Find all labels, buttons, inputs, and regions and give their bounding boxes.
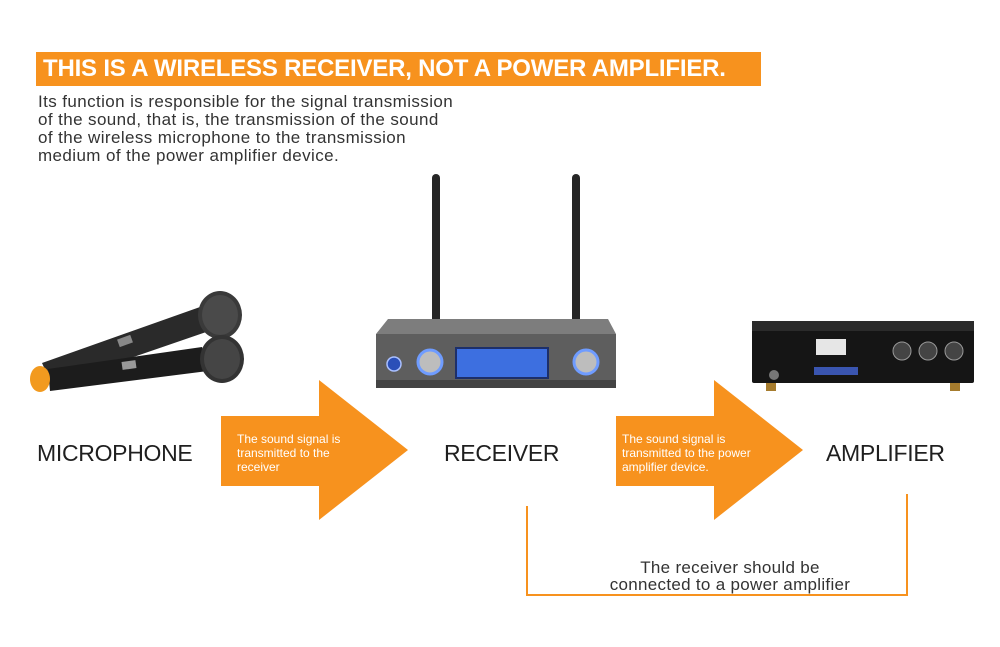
antenna-right — [572, 174, 580, 326]
intro-line: medium of the power amplifier device. — [38, 146, 340, 165]
arrow-receiver-to-amplifier — [616, 380, 803, 520]
amplifier-knob — [918, 341, 938, 361]
intro-line: of the wireless microphone to the transm… — [38, 128, 407, 147]
arrow-receiver-to-amplifier-text: The sound signal is transmitted to the p… — [622, 432, 751, 474]
intro-line: Its function is responsible for the sign… — [38, 92, 454, 111]
headline-banner: THIS IS A WIRELESS RECEIVER, NOT A POWER… — [36, 52, 761, 86]
volume-knob-left — [416, 348, 444, 376]
arrow-mic-to-receiver — [221, 380, 408, 520]
microphone-image — [30, 291, 244, 392]
receiver-image — [376, 174, 616, 388]
volume-knob-right — [572, 348, 600, 376]
microphone-label: MICROPHONE — [37, 440, 193, 466]
amplifier-knob — [892, 341, 912, 361]
receiver-display — [455, 347, 549, 379]
amplifier-image — [752, 321, 974, 391]
amplifier-body — [752, 321, 974, 383]
receiver-label: RECEIVER — [444, 440, 560, 466]
arrow-mic-to-receiver-text: The sound signal is transmitted to the r… — [237, 432, 341, 474]
intro-paragraph: Its function is responsible for the sign… — [38, 93, 598, 165]
antenna-left — [432, 174, 440, 326]
connection-bracket — [526, 494, 908, 596]
microphone-front — [30, 335, 244, 392]
amplifier-knob — [944, 341, 964, 361]
amplifier-label: AMPLIFIER — [826, 440, 945, 466]
amplifier-display — [816, 339, 846, 355]
intro-line: of the sound, that is, the transmission … — [38, 110, 439, 129]
connection-note: The receiver should be connected to a po… — [609, 558, 851, 594]
